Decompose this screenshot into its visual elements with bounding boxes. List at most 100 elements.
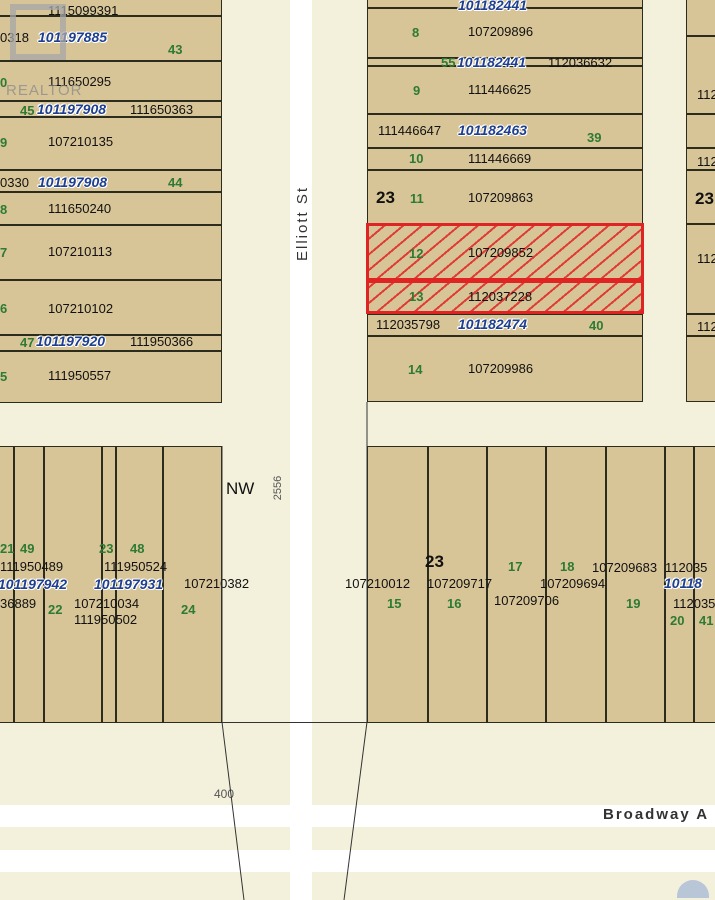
lot-number: 21 bbox=[0, 541, 15, 556]
parcel-bottom-right[interactable] bbox=[606, 446, 665, 723]
parcel-block-23[interactable] bbox=[367, 314, 643, 336]
parcel-left[interactable] bbox=[0, 280, 222, 335]
elliott-street-label: Elliott St bbox=[294, 185, 312, 262]
parcel-left[interactable] bbox=[0, 16, 222, 61]
parcel-id: 107210382 bbox=[184, 576, 250, 591]
parcel-id: 112035 bbox=[665, 560, 708, 575]
parcel-bottom-right[interactable] bbox=[428, 446, 487, 723]
parcel-block-23[interactable] bbox=[367, 114, 643, 148]
parcel-right-edge[interactable] bbox=[686, 224, 715, 314]
parcel-id: 107209717 bbox=[427, 576, 493, 591]
lot-number: 18 bbox=[560, 559, 575, 574]
pid-label: 101182441 bbox=[458, 0, 528, 13]
parcel-left[interactable] bbox=[0, 225, 222, 280]
lot-number: 10 bbox=[409, 151, 424, 166]
subject-lot-13-highlight[interactable] bbox=[366, 280, 644, 314]
parcel-block-23[interactable] bbox=[367, 170, 643, 224]
parcel-bottom-right[interactable] bbox=[367, 446, 428, 723]
parcel-id: 111950366 bbox=[130, 334, 194, 349]
map-logo-icon bbox=[677, 880, 709, 898]
parcel-right-edge[interactable] bbox=[686, 336, 715, 402]
parcel-id: 107210102 bbox=[48, 301, 114, 316]
parcel-right-edge[interactable] bbox=[686, 148, 715, 170]
lot-number: 11 bbox=[410, 191, 424, 206]
parcel-id: 112035 bbox=[673, 596, 715, 611]
parcel-id: 107210113 bbox=[48, 244, 113, 259]
lot-number: 14 bbox=[408, 362, 423, 377]
parcel-left[interactable] bbox=[0, 335, 222, 351]
parcel-bottom-right[interactable] bbox=[546, 446, 606, 723]
pid-label: 101182474 bbox=[458, 316, 528, 332]
pid-label: 101197908 bbox=[37, 101, 107, 117]
parcel-block-23[interactable] bbox=[367, 58, 643, 66]
parcel-id: 111650363 bbox=[130, 102, 194, 117]
lot-number: 5 bbox=[0, 369, 8, 384]
parcel-right-edge[interactable] bbox=[686, 36, 715, 114]
lot-number: 41 bbox=[699, 613, 714, 628]
lot-number: 17 bbox=[508, 559, 523, 574]
parcel-id: 111950489 bbox=[0, 559, 64, 574]
lot-number: 9 bbox=[0, 135, 8, 150]
parcel-id: 107210135 bbox=[48, 134, 114, 149]
pid-label: 101182463 bbox=[458, 122, 528, 138]
parcel-id: 111650240 bbox=[48, 201, 112, 216]
lot-number: 45 bbox=[20, 103, 35, 118]
lot-number: 20 bbox=[670, 613, 685, 628]
parcel-bottom-left[interactable] bbox=[116, 446, 163, 723]
parcel-id: 0330 bbox=[0, 175, 29, 190]
parcel-block-23[interactable] bbox=[367, 336, 643, 402]
parcel-bottom-left[interactable] bbox=[14, 446, 44, 723]
parcel-bottom-left[interactable] bbox=[102, 446, 116, 723]
lot-number: 49 bbox=[20, 541, 35, 556]
lot-number: 39 bbox=[587, 130, 602, 145]
lot-number: 24 bbox=[181, 602, 196, 617]
parcel-id: 111950557 bbox=[48, 368, 112, 383]
lower-road bbox=[0, 850, 715, 872]
parcel-left[interactable] bbox=[0, 170, 222, 192]
nw-label: NW bbox=[226, 479, 255, 498]
lot-number: 16 bbox=[447, 596, 462, 611]
parcel-block-23[interactable] bbox=[367, 148, 643, 170]
parcel-id: 112036632 bbox=[548, 55, 613, 70]
parcel-bottom-left[interactable] bbox=[44, 446, 102, 723]
watermark-text: REALTOR bbox=[6, 82, 83, 99]
parcel-right-edge[interactable] bbox=[686, 314, 715, 336]
block-number: 23 bbox=[376, 188, 395, 207]
parcel-block-23[interactable] bbox=[367, 66, 643, 114]
parcel-left[interactable] bbox=[0, 351, 222, 403]
parcel-id: 107209863 bbox=[468, 190, 534, 205]
parcel-left[interactable] bbox=[0, 117, 222, 170]
parcel-left[interactable] bbox=[0, 192, 222, 225]
parcel-block-23[interactable] bbox=[367, 0, 643, 8]
parcel-id: 107209896 bbox=[468, 24, 534, 39]
lot-number: 55 bbox=[441, 55, 456, 70]
parcel-block-23[interactable] bbox=[367, 8, 643, 58]
parcel-id: 112 bbox=[697, 319, 715, 334]
parcel-id: 111950502 bbox=[74, 612, 138, 627]
address-number-2556: 2556 bbox=[272, 475, 285, 501]
lot-number: 0 bbox=[0, 75, 8, 90]
parcel-id: 36889 bbox=[0, 596, 37, 611]
lot-number: 15 bbox=[387, 596, 402, 611]
parcel-bottom-right[interactable] bbox=[665, 446, 694, 723]
subject-lot-12-highlight[interactable] bbox=[366, 223, 644, 281]
parcel-id: 107209706 bbox=[494, 593, 560, 608]
parcel-id: 107210012 bbox=[345, 576, 411, 591]
parcel-left[interactable] bbox=[0, 61, 222, 101]
address-number-400: 400 bbox=[214, 787, 235, 801]
lot-number: 23 bbox=[99, 541, 114, 556]
parcel-bottom-left[interactable] bbox=[163, 446, 222, 723]
parcel-bottom-right[interactable] bbox=[694, 446, 715, 723]
parcel-right-edge[interactable] bbox=[686, 114, 715, 148]
parcel-bottom-left[interactable] bbox=[0, 446, 14, 723]
parcel-id: 107209694 bbox=[540, 576, 606, 591]
parcel-left[interactable] bbox=[0, 101, 222, 117]
realtor-logo-icon bbox=[10, 4, 66, 60]
parcel-bottom-right[interactable] bbox=[487, 446, 546, 723]
pid-label: 101197920 bbox=[36, 333, 106, 349]
lot-number: 40 bbox=[589, 318, 604, 333]
parcel-right-edge[interactable] bbox=[686, 170, 715, 224]
pid-label: 101197908 bbox=[38, 174, 108, 190]
parcel-right-edge[interactable] bbox=[686, 0, 715, 36]
